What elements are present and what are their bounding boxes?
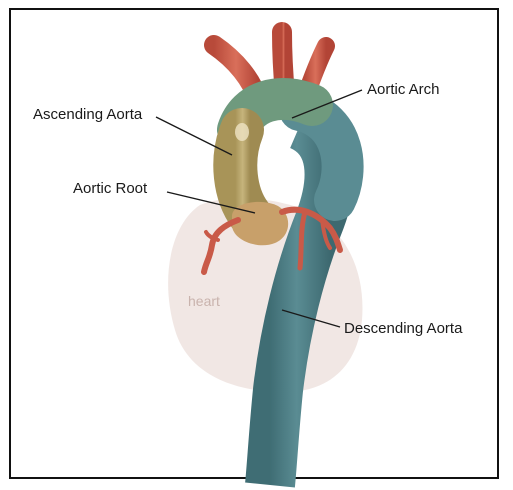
heart-label: heart bbox=[188, 293, 220, 309]
ascending-aorta-shape bbox=[235, 130, 250, 215]
aortic-root-label: Aortic Root bbox=[73, 180, 148, 197]
aortic-arch-label: Aortic Arch bbox=[367, 81, 440, 98]
descending-aorta-label: Descending Aorta bbox=[344, 320, 463, 337]
ascending-aorta-label: Ascending Aorta bbox=[33, 106, 143, 123]
